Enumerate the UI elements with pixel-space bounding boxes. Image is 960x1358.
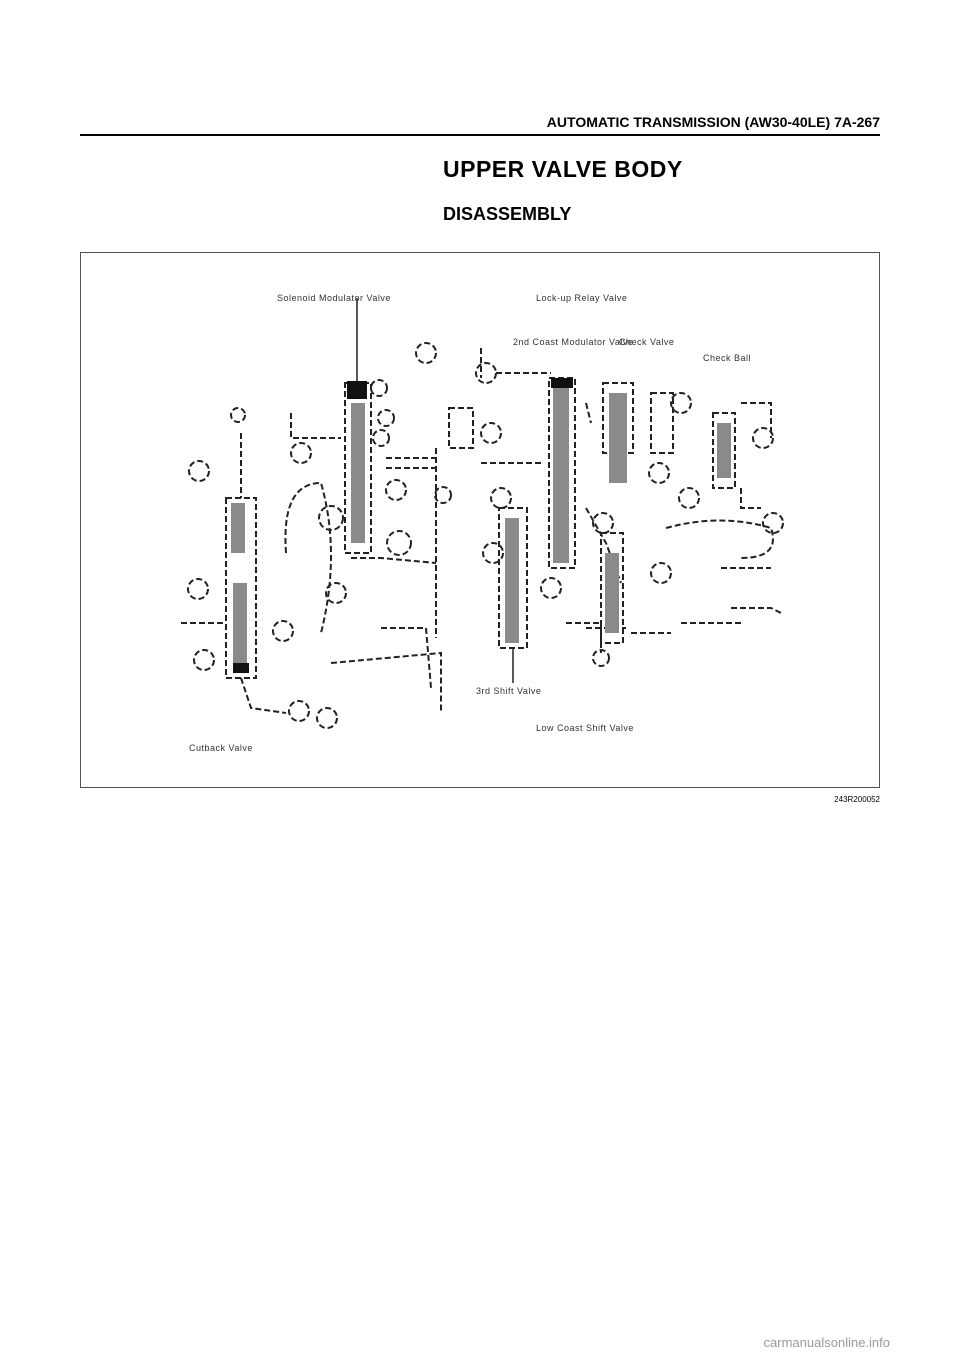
callout-lockup-relay-valve: Lock-up Relay Valve	[536, 293, 628, 303]
figure-id: 243R200052	[834, 795, 880, 804]
callout-low-coast-shift-valve: Low Coast Shift Valve	[536, 723, 634, 733]
callout-cutback-valve: Cutback Valve	[189, 743, 253, 753]
callout-3rd-shift-valve: 3rd Shift Valve	[476, 686, 542, 696]
callout-2nd-coast-modulator-valve: 2nd Coast Modulator Valve	[513, 337, 634, 347]
valve-body-figure: Solenoid Modulator Valve Lock-up Relay V…	[80, 252, 880, 788]
callout-check-ball: Check Ball	[703, 353, 752, 363]
callout-solenoid-modulator-valve: Solenoid Modulator Valve	[277, 293, 391, 303]
running-head-text: AUTOMATIC TRANSMISSION (AW30-40LE) 7A-26…	[546, 114, 880, 130]
running-header: AUTOMATIC TRANSMISSION (AW30-40LE) 7A-26…	[80, 114, 880, 136]
page-title: UPPER VALVE BODY	[443, 156, 683, 182]
callout-check-valve: Check Valve	[619, 337, 675, 347]
section-subtitle: DISASSEMBLY	[443, 204, 572, 224]
watermark: carmanualsonline.info	[763, 1335, 890, 1350]
valve-body-diagram	[181, 298, 784, 729]
